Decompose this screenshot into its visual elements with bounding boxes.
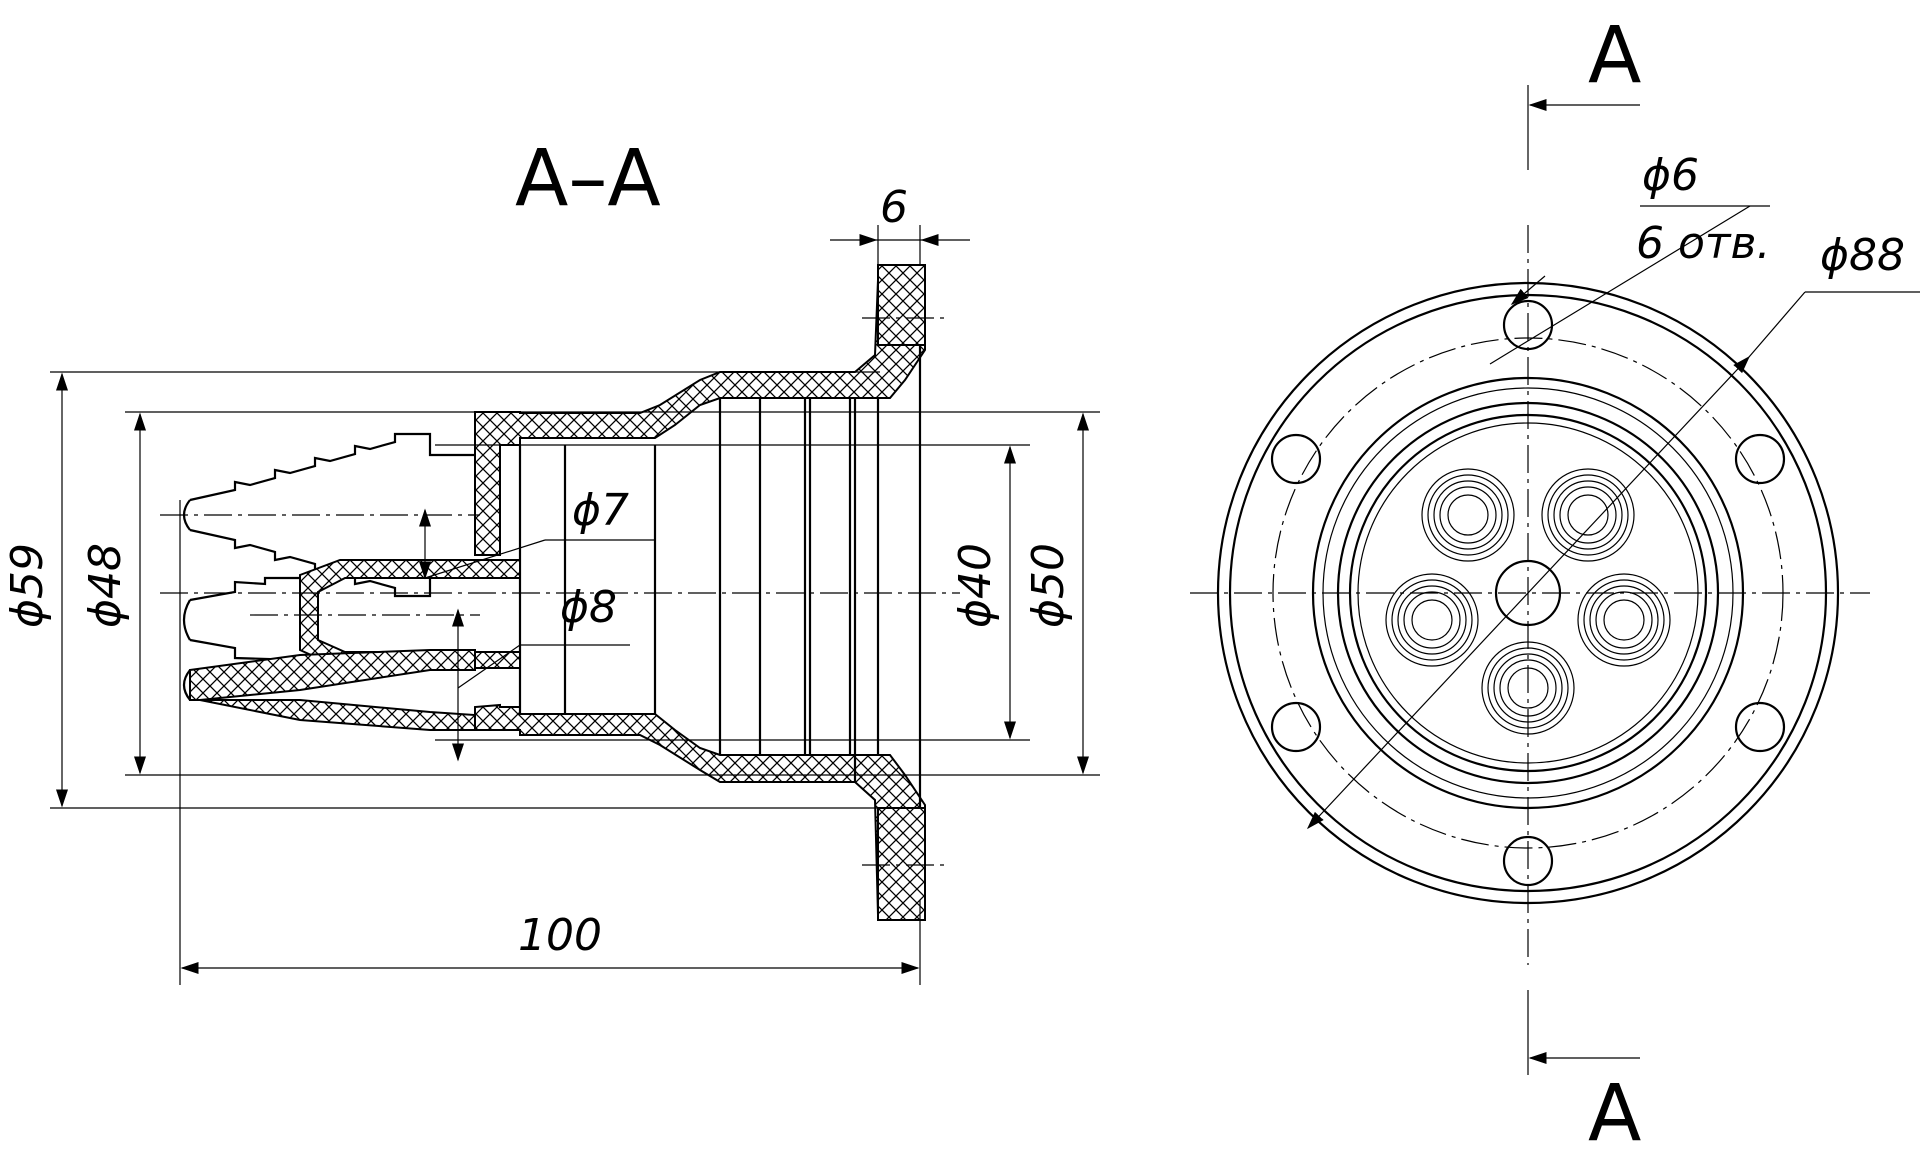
bolt-hole [1734,433,1786,485]
nozzle-end [1541,468,1635,562]
upper-wall-section [474,279,926,556]
dim-flange-thickness: 6 [880,182,908,233]
dim-d48: ϕ48 [80,543,131,628]
section-mark-top: A [1588,11,1641,101]
leader-hole-end [1510,275,1546,305]
bolt-hole [1270,433,1322,485]
section-mark-bottom: A [1588,1069,1641,1159]
hole-diameter-label: ϕ6 [1642,150,1699,201]
section-title: A–A [515,134,661,224]
leader-d88-ext [1748,291,1806,358]
lower-wall-section [474,703,926,916]
dim-d50: ϕ50 [1023,543,1074,628]
bolt-hole [1502,835,1554,887]
nozzle-lower [182,649,476,731]
nozzle-end [1577,573,1671,667]
flange-lower [877,807,926,921]
leader-hole [1489,205,1751,365]
outer-ring [1216,281,1840,905]
flange-upper [877,264,926,346]
dim-d40: ϕ40 [950,543,1001,628]
dim-d7: ϕ7 [572,485,629,536]
section-view: A–A [2,134,1100,985]
dim-overall-length: 100 [518,910,602,961]
dim-d59: ϕ59 [2,543,53,628]
hole-count-label: 6 отв. [1636,218,1770,269]
dim-d8: ϕ8 [560,582,617,633]
nozzle-end [1385,573,1479,667]
bolt-circle-label: ϕ88 [1820,230,1905,281]
nozzle-end [1421,468,1515,562]
bolt-circle [1272,337,1784,849]
dim-line-d8-leader [457,644,521,689]
bolt-hole [1270,701,1322,753]
body-outline [518,345,922,808]
extension-lines [50,225,1100,985]
leader-d88 [1306,355,1751,830]
end-view: A A [1190,11,1920,1159]
dim-line-d7-leader [424,539,546,579]
bolt-hole [1734,701,1786,753]
